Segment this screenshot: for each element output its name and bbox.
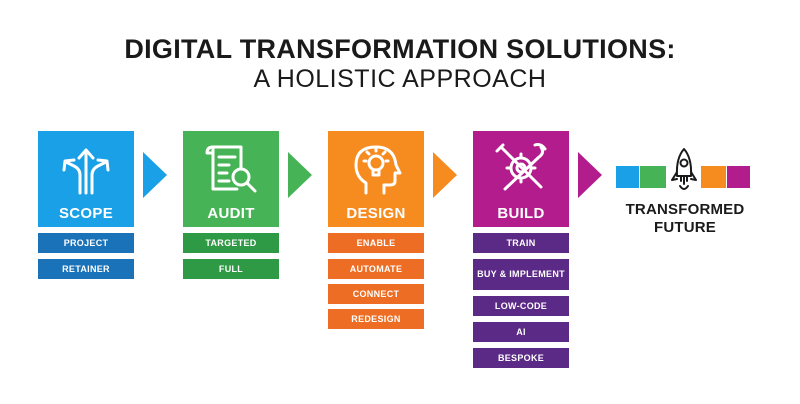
scope-label: SCOPE [58,205,113,222]
future-line-2: FUTURE [653,219,717,236]
build-arrow [578,152,602,198]
build-item-bespoke: BESPOKE [473,348,569,368]
design-item-enable: ENABLE [328,233,424,253]
future-bar-green [640,166,666,188]
design-tile: DESIGN [328,131,424,227]
document-magnifier-icon [205,145,257,193]
diagram-subtitle: A HOLISTIC APPROACH [253,65,547,93]
build-label: BUILD [497,205,545,222]
build-tile: BUILD [473,131,569,227]
design-item-redesign: REDESIGN [328,309,424,329]
build-item-ai: AI [473,322,569,342]
audit-item-targeted: TARGETED [183,233,279,253]
future-bar-orange [701,166,726,188]
scope-tile: SCOPE [38,131,134,227]
audit-arrow [288,152,312,198]
design-item-connect: CONNECT [328,284,424,304]
gear-tools-icon [495,143,547,191]
rocket-icon [671,148,697,190]
head-lightbulb-icon [354,145,402,195]
design-label: DESIGN [346,205,406,222]
scope-item-project: PROJECT [38,233,134,253]
future-bar-magenta [727,166,750,188]
audit-item-full: FULL [183,259,279,279]
design-arrow [433,152,457,198]
transformed-future-label: TRANSFORMED FUTURE [605,201,765,237]
diagram-title: DIGITAL TRANSFORMATION SOLUTIONS: [124,34,676,64]
build-item-low-code: LOW-CODE [473,296,569,316]
scope-item-retainer: RETAINER [38,259,134,279]
build-item-train: TRAIN [473,233,569,253]
design-item-automate: AUTOMATE [328,259,424,279]
build-item-buy-implement: BUY & IMPLEMENT [473,259,569,290]
audit-tile: AUDIT [183,131,279,227]
future-line-1: TRANSFORMED [625,201,745,218]
audit-label: AUDIT [207,205,255,222]
future-bar-blue [616,166,639,188]
diverging-arrows-icon [62,148,110,195]
scope-arrow [143,152,167,198]
